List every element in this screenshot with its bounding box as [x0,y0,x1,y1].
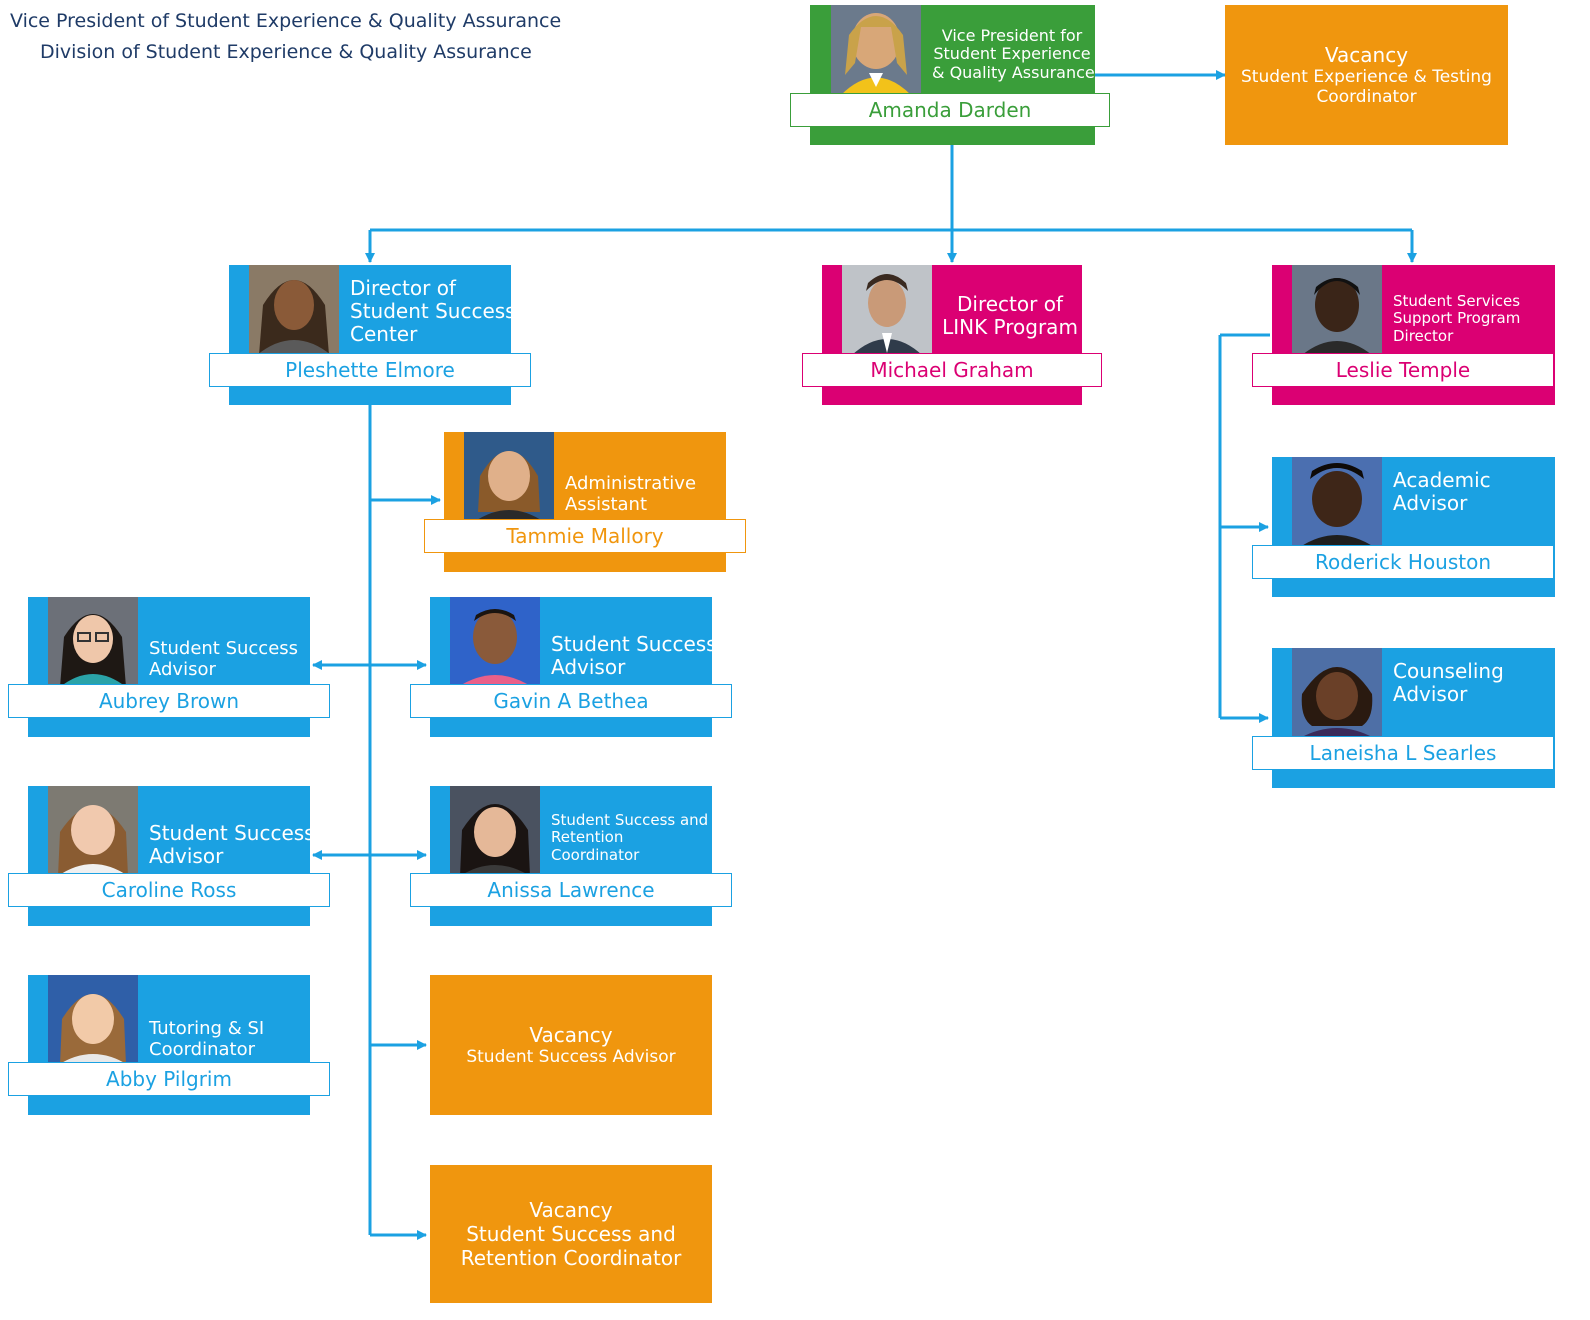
card-title: Student Success Advisor [149,638,299,680]
card-caroline-ross[interactable]: Student Success Advisor Caroline Ross [8,786,330,926]
card-name: Michael Graham [802,353,1102,387]
chart-header-line-2: Division of Student Experience & Quality… [40,41,532,63]
avatar-laneisha-searles [1292,648,1382,738]
card-name: Laneisha L Searles [1252,736,1554,770]
card-director-ssc[interactable]: Director of Student Success Center Plesh… [209,265,531,405]
card-title: Director of Student Success Center [350,276,516,346]
card-name: Abby Pilgrim [8,1062,330,1096]
card-director-ssp[interactable]: Student Services Support Program Directo… [1252,265,1555,405]
vacancy-label: Vacancy [529,1022,613,1047]
card-aubrey-brown[interactable]: Student Success Advisor Aubrey Brown [8,597,330,737]
card-roderick-houston[interactable]: Academic Advisor Roderick Houston [1252,457,1555,597]
card-name: Pleshette Elmore [209,353,531,387]
card-title: Student Success Advisor [149,821,315,868]
card-name: Leslie Temple [1252,353,1554,387]
vacancy-testing-coordinator[interactable]: Vacancy Student Experience & Testing Coo… [1225,5,1508,145]
card-name: Caroline Ross [8,873,330,907]
card-title: Student Success Advisor [551,632,717,679]
card-abby-pilgrim[interactable]: Tutoring & SI Coordinator Abby Pilgrim [8,975,330,1115]
card-name: Aubrey Brown [8,684,330,718]
avatar-leslie-temple [1292,265,1382,355]
card-laneisha-searles[interactable]: Counseling Advisor Laneisha L Searles [1252,648,1555,788]
card-vp[interactable]: Vice President for Student Experience & … [790,5,1110,145]
avatar-michael-graham [842,265,932,355]
card-title: Vice President for Student Experience & … [932,26,1095,82]
avatar-roderick-houston [1292,457,1382,547]
card-director-link[interactable]: Director of LINK Program Michael Graham [802,265,1102,405]
avatar-anissa-lawrence [450,786,540,876]
vacancy-label: Vacancy [529,1198,613,1222]
card-title: Administrative Assistant [565,473,697,515]
chart-header-line-1: Vice President of Student Experience & Q… [10,10,562,32]
card-title: Student Success and Retention Coordinato… [551,811,709,864]
vacancy-role: Student Experience & Testing Coordinator [1241,66,1492,107]
avatar-amanda-darden [831,5,921,95]
card-name: Gavin A Bethea [410,684,732,718]
card-title: Tutoring & SI Coordinator [149,1018,265,1060]
vacancy-role: Student Success and Retention Coordinato… [460,1222,682,1270]
vacancy-role: Student Success Advisor [466,1046,676,1067]
avatar-caroline-ross [48,786,138,876]
card-gavin-bethea[interactable]: Student Success Advisor Gavin A Bethea [410,597,732,737]
card-admin-assistant[interactable]: Administrative Assistant Tammie Mallory [424,432,746,572]
card-name: Amanda Darden [790,93,1110,127]
card-title: Academic Advisor [1393,468,1491,515]
card-name: Tammie Mallory [424,519,746,553]
vacancy-student-success-advisor[interactable]: Vacancy Student Success Advisor [430,975,712,1115]
card-name: Roderick Houston [1252,545,1554,579]
card-title: Counseling Advisor [1393,659,1504,706]
avatar-gavin-bethea [450,597,540,687]
card-title: Student Services Support Program Directo… [1393,292,1521,345]
avatar-pleshette-elmore [249,265,339,355]
card-anissa-lawrence[interactable]: Student Success and Retention Coordinato… [410,786,732,926]
avatar-aubrey-brown [48,597,138,687]
card-name: Anissa Lawrence [410,873,732,907]
avatar-abby-pilgrim [48,975,138,1065]
avatar-tammie-mallory [464,432,554,522]
vacancy-retention-coordinator[interactable]: Vacancy Student Success and Retention Co… [430,1165,712,1303]
vacancy-label: Vacancy [1324,42,1409,67]
card-title: Director of LINK Program [942,292,1078,339]
